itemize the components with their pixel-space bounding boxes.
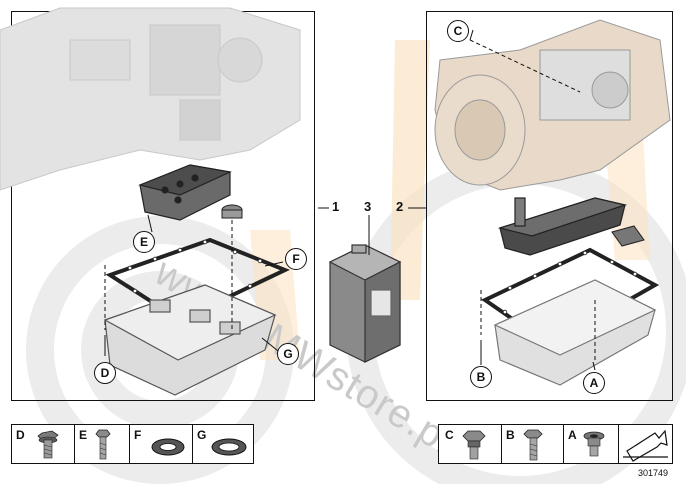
- legend-cell-d: D: [12, 425, 75, 463]
- legend-cell-g: G: [193, 425, 253, 463]
- callout-b: B: [470, 366, 492, 388]
- legend-label-b: B: [506, 428, 515, 442]
- legend-cell-f: F: [130, 425, 193, 463]
- bolt-d-icon: [37, 430, 59, 459]
- legend-right: C B A: [438, 424, 673, 464]
- diagram-id: 301749: [637, 468, 668, 478]
- right-seal-pad: [611, 225, 645, 247]
- legend-cell-b: B: [502, 425, 564, 463]
- legend-label-e: E: [79, 428, 88, 442]
- legend-cell-c: C: [439, 425, 502, 463]
- legend-label-c: C: [445, 428, 454, 442]
- callout-a: A: [583, 372, 605, 394]
- bolt-b-icon: [523, 429, 543, 461]
- callout-g: G: [277, 343, 299, 365]
- part-number-1: 1: [332, 199, 340, 214]
- legend-label-a: A: [568, 428, 577, 442]
- arrow-icon: [623, 429, 668, 462]
- legend-cell-a: A: [564, 425, 619, 463]
- legend-cell-e: E: [75, 425, 130, 463]
- left-filter: [138, 164, 232, 221]
- plug-c-icon: [462, 430, 486, 460]
- callout-e: E: [133, 231, 155, 253]
- callout-c: C: [447, 20, 469, 42]
- seal-ring-g-icon: [211, 438, 247, 456]
- legend-cell-arrow: [619, 425, 672, 463]
- drain-plug-a-icon: [583, 431, 605, 457]
- left-transmission: [0, 7, 301, 191]
- part-number-2: 2: [396, 199, 404, 214]
- legend-label-d: D: [16, 428, 25, 442]
- left-plug: [221, 204, 243, 219]
- seal-ring-f-icon: [151, 438, 185, 456]
- callout-f: F: [285, 248, 307, 270]
- right-kit-panel: [426, 11, 673, 401]
- callout-d: D: [94, 362, 116, 384]
- right-transmission: [434, 19, 671, 191]
- screw-e-icon: [95, 429, 111, 460]
- part-number-3: 3: [364, 199, 372, 214]
- oil-container: [328, 244, 402, 363]
- legend-left: D E F G: [11, 424, 254, 464]
- legend-label-f: F: [134, 428, 142, 442]
- right-oil-pan: [493, 279, 657, 386]
- left-oil-pan: [103, 284, 277, 396]
- right-filter: [497, 197, 628, 256]
- legend-label-g: G: [197, 428, 207, 442]
